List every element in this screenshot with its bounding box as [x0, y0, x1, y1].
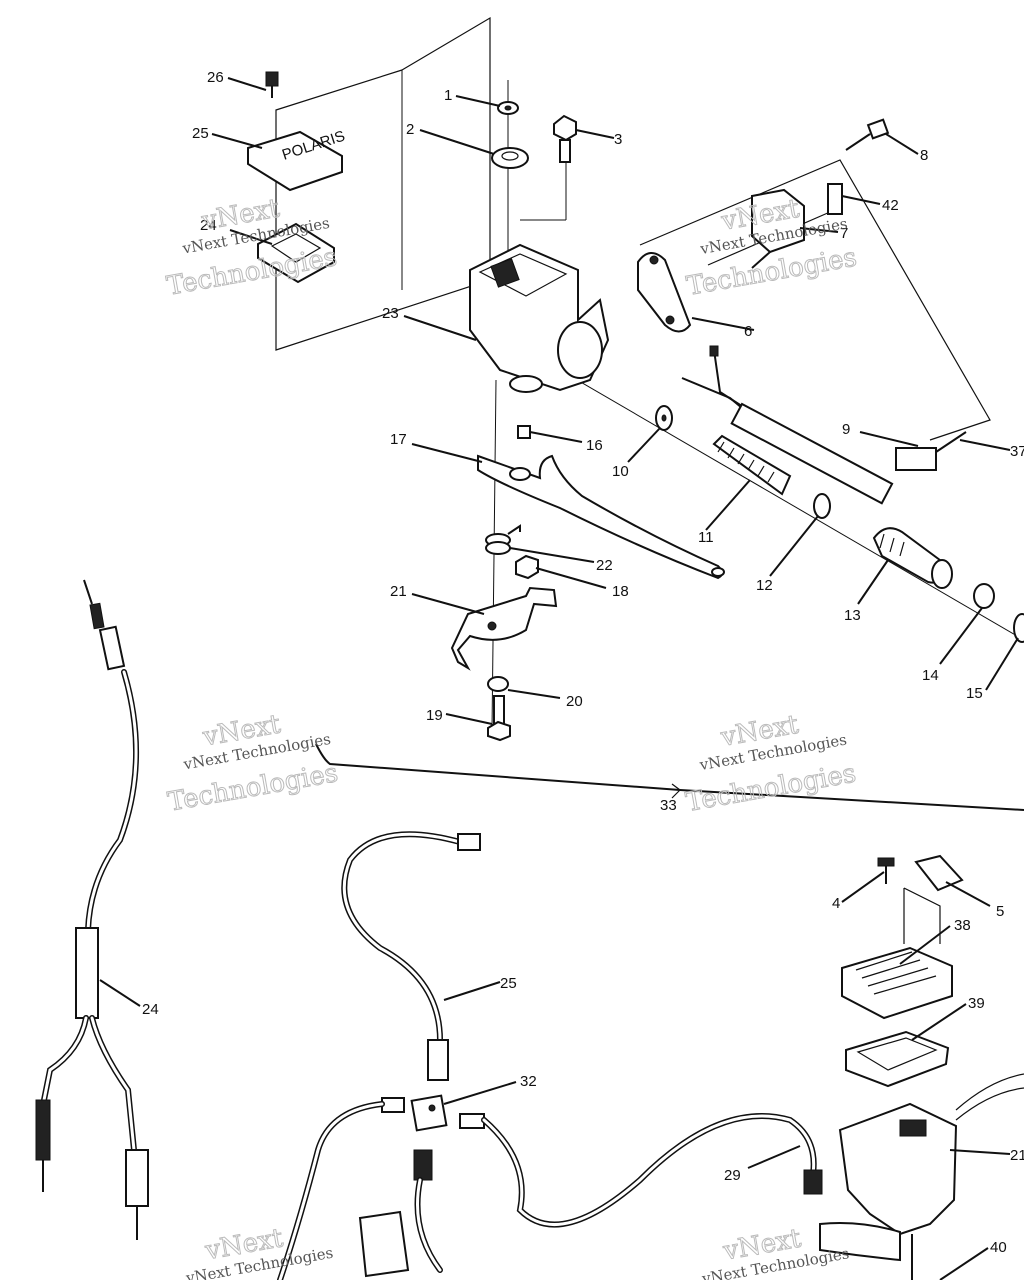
screw-8	[845, 118, 890, 151]
ring-14	[973, 583, 995, 609]
callout-21b: 21	[1010, 1147, 1024, 1164]
gasket-39	[845, 1030, 950, 1088]
callout-13: 13	[844, 607, 861, 624]
callout-40: 40	[990, 1239, 1007, 1256]
watermark-bottom-left: vNext vNext Technologies	[184, 1223, 335, 1280]
nut-18	[515, 554, 539, 580]
callout-3: 3	[614, 131, 622, 148]
callout-39: 39	[968, 995, 985, 1012]
callout-7: 7	[840, 225, 848, 242]
clamp-6	[637, 252, 692, 333]
seal-2	[491, 147, 529, 169]
callout-12: 12	[756, 577, 773, 594]
callout-20: 20	[566, 693, 583, 710]
reservoir-cover-25: POLARIS	[247, 128, 347, 192]
callout-2: 2	[406, 121, 414, 138]
brake-hose-32	[277, 1101, 823, 1280]
callout-10: 10	[612, 463, 629, 480]
watermark-middle-right: vNext vNext Technologies Technologies	[683, 709, 859, 818]
throttle-sleeve-13	[872, 527, 953, 589]
callout-36: 33	[660, 797, 677, 814]
callout-24: 24	[200, 217, 217, 234]
callout-23: 23	[382, 305, 399, 322]
callout-18: 18	[612, 583, 629, 600]
switch-7	[751, 188, 805, 269]
master-cylinder-21b	[819, 1073, 1024, 1280]
callout-8: 8	[920, 147, 928, 164]
washer-12	[813, 493, 831, 519]
callout-25: 25	[192, 125, 209, 142]
callout-15: 15	[966, 685, 983, 702]
bolt-19	[487, 695, 511, 742]
master-cylinder-23	[469, 243, 610, 393]
bolt-3	[553, 114, 577, 163]
callout-4: 4	[832, 895, 840, 912]
callout-17: 17	[390, 431, 407, 448]
brake-lever-17	[477, 454, 725, 580]
callout-32: 29	[724, 1167, 741, 1184]
callout-labels: 26 25 24 1 2 3 23 6 8 42 7 9 37 10 11 12…	[142, 69, 1024, 1256]
end-cap-15	[1013, 613, 1024, 643]
callout-21: 21	[390, 583, 407, 600]
callout-9: 9	[842, 421, 850, 438]
callout-22: 22	[596, 557, 613, 574]
watermark-middle-left: vNext vNext Technologies Technologies	[165, 709, 341, 818]
leader-lines	[99, 77, 1019, 1280]
callout-11: 11	[698, 529, 714, 546]
nut-20	[487, 676, 509, 692]
center-axis-lines	[491, 80, 1024, 731]
callout-28: 24	[142, 1001, 159, 1018]
screw-4	[877, 857, 895, 884]
callout-37: 37	[1010, 443, 1024, 460]
callout-6: 6	[744, 323, 752, 340]
washer-1	[497, 101, 519, 115]
callout-1: 1	[444, 87, 452, 104]
tee-block-33	[381, 1094, 485, 1181]
bracket-21	[450, 586, 558, 671]
callout-5: 5	[996, 903, 1004, 920]
callout-26: 26	[207, 69, 224, 86]
decal-42	[827, 183, 843, 215]
assembly-plane-outline	[275, 16, 991, 441]
cable-36	[315, 743, 1024, 811]
screw-26	[265, 71, 279, 98]
cover-38	[841, 946, 953, 1020]
callout-14: 14	[922, 667, 939, 684]
callout-42: 42	[882, 197, 899, 214]
callout-19: 19	[426, 707, 443, 724]
spring-22	[485, 524, 521, 555]
callout-38: 38	[954, 917, 971, 934]
bushing-16	[517, 425, 531, 439]
callout-16: 16	[586, 437, 603, 454]
callout-33: 32	[520, 1073, 537, 1090]
decal-5	[903, 854, 964, 944]
brake-hose-29	[341, 831, 481, 1081]
throttle-cable-28	[35, 579, 149, 1240]
grip-heater-9	[681, 345, 967, 505]
gasket-24	[257, 222, 335, 284]
grip-11	[712, 434, 792, 496]
washer-10	[655, 405, 673, 431]
callout-29: 25	[500, 975, 517, 992]
